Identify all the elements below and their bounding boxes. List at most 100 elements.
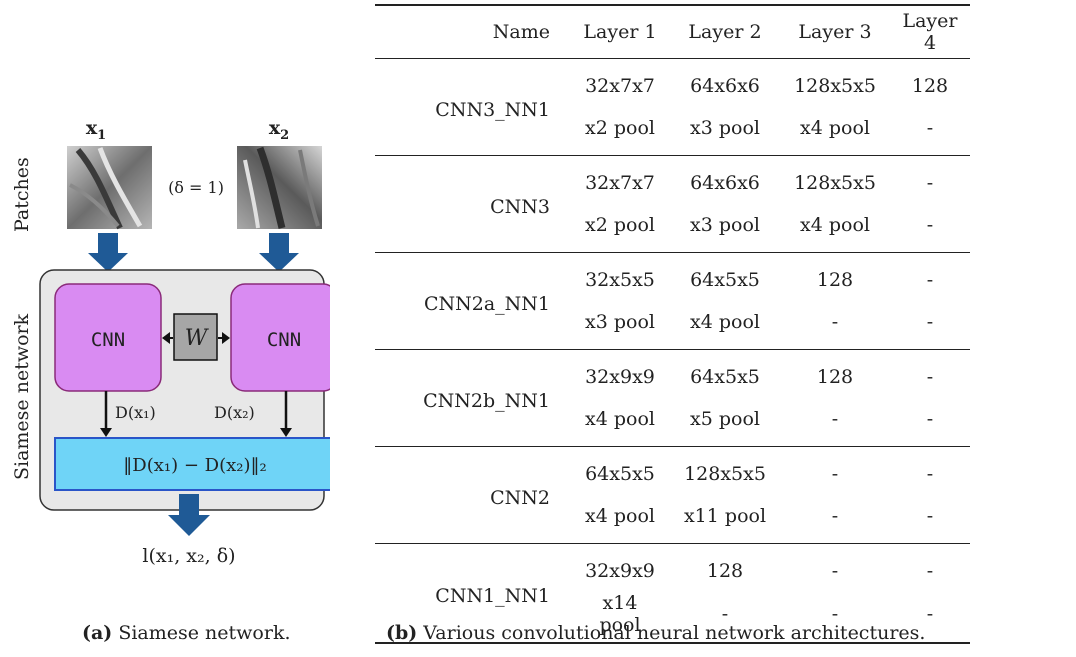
side-label-siamese: Siamese network [11,313,33,480]
table-cell: 128x5x5 [684,463,766,485]
weight-label: W [185,326,210,351]
caption-a-text: Siamese network. [112,622,291,644]
table-row: CNN1_NN1 32x9x9 128 - - [375,544,970,607]
network-name: CNN2 [490,487,550,509]
table-row: x4 pool x5 pool - - [375,398,970,447]
table-cell: 32x5x5 [585,269,655,291]
table-row-group: CNN3_NN1 32x7x7 64x6x6 128x5x5 128 x2 po… [375,59,970,156]
table-cell: - [831,463,839,485]
input-arrow-right [259,233,299,272]
delta-label: (δ = 1) [168,178,224,197]
output-arrow [168,494,210,536]
patch-label-x2: x2 [269,117,289,143]
table-cell: 128x5x5 [794,172,876,194]
table-cell: - [926,560,934,582]
table-row: CNN3_NN1 32x7x7 64x6x6 128x5x5 128 [375,59,970,121]
table-cell: 128 [816,366,854,388]
table-row: CNN2b_NN1 32x9x9 64x5x5 128 - [375,350,970,412]
table-cell: - [926,463,934,485]
table-cell: x3 pool [585,311,655,333]
shared-weights-box: W [162,313,230,361]
table-cell: 64x6x6 [690,75,760,97]
table-row: x2 pool x3 pool x4 pool - [375,107,970,156]
table-cell: - [831,603,839,625]
header-layer-3: Layer 3 [798,21,872,43]
network-name: CNN2a_NN1 [423,293,550,315]
table-cell: 64x5x5 [690,269,760,291]
table-cell: - [926,408,934,430]
table-header-row: Name Layer 1 Layer 2 Layer 3 Layer 4 [375,5,970,59]
table-cell: - [831,505,839,527]
table-row: CNN2 64x5x5 128x5x5 - - [375,447,970,509]
descriptor-label-right: D(x₂) [214,403,255,422]
table-cell: 32x9x9 [585,366,655,388]
header-name: Name [492,21,550,43]
cnn-block-left: CNN [54,283,162,392]
table-cell: x14 pool [599,592,641,636]
table-cell: x3 pool [690,214,760,236]
caption-b-text: Various convolutional neural network arc… [417,622,926,644]
table-row: x2 pool x3 pool x4 pool - [375,204,970,253]
table-cell: x4 pool [585,408,655,430]
table-row: x14 pool - - - [375,592,970,643]
descriptor-label-left: D(x₁) [115,403,156,422]
table-cell: 64x5x5 [690,366,760,388]
cnn-label-right: CNN [267,329,301,351]
table-cell: x4 pool [800,214,870,236]
table-cell: 64x5x5 [585,463,655,485]
siamese-diagram: Patches Siamese network x1 x2 (δ = 1) [11,117,330,567]
network-name: CNN3 [490,196,550,218]
table-cell: - [831,560,839,582]
cnn-block-right: CNN [230,283,330,392]
header-layer-4: Layer 4 [902,10,958,54]
table-cell: 128 [706,560,744,582]
distance-label: ‖D(x₁) − D(x₂)‖₂ [123,455,266,476]
network-name: CNN3_NN1 [435,99,550,121]
distance-box: ‖D(x₁) − D(x₂)‖₂ [54,437,330,491]
siamese-network-figure: Patches Siamese network x1 x2 (δ = 1) [0,0,330,657]
table-cell: - [831,311,839,333]
table-cell: - [831,408,839,430]
header-layer-1: Layer 1 [583,21,657,43]
table-row: x4 pool x11 pool - - [375,495,970,544]
patch-label-x1: x1 [86,117,106,143]
architecture-table: Name Layer 1 Layer 2 Layer 3 Layer 4 CNN… [375,4,970,644]
table-cell: x4 pool [800,117,870,139]
input-arrow-left [88,233,128,272]
table-cell: - [926,366,934,388]
table-row-group: CNN2b_NN1 32x9x9 64x5x5 128 - x4 pool x5… [375,350,970,447]
descriptor-arrow-right [280,391,292,437]
table-cell: 128 [911,75,949,97]
table-cell: 128 [816,269,854,291]
table-row: CNN3 32x7x7 64x6x6 128x5x5 - [375,156,970,218]
network-name: CNN1_NN1 [435,585,550,607]
table-cell: x2 pool [585,214,655,236]
table-cell: - [926,172,934,194]
table-row-group: CNN3 32x7x7 64x6x6 128x5x5 - x2 pool x3 … [375,156,970,253]
table-cell: - [926,311,934,333]
table-cell: - [926,214,934,236]
table-cell: 32x9x9 [585,560,655,582]
table-cell: x4 pool [585,505,655,527]
table-cell: 32x7x7 [585,172,655,194]
table-cell: x4 pool [690,311,760,333]
loss-label: l(x₁, x₂, δ) [142,545,235,567]
side-label-patches: Patches [11,157,33,232]
table-row: CNN2a_NN1 32x5x5 64x5x5 128 - [375,253,970,315]
table-row-group: CNN2a_NN1 32x5x5 64x5x5 128 - x3 pool x4… [375,253,970,350]
table-cell: 128x5x5 [794,75,876,97]
table-cell: - [926,505,934,527]
table-cell: - [926,603,934,625]
patch-image-1 [67,146,152,230]
table-row-group: CNN2 64x5x5 128x5x5 - - x4 pool x11 pool… [375,447,970,544]
caption-b-tag: (b) [386,622,418,644]
caption-a: (a) Siamese network. [82,622,291,644]
table-row: x3 pool x4 pool - - [375,301,970,350]
table-cell: - [926,269,934,291]
cnn-label-left: CNN [91,329,125,351]
table-cell: x3 pool [690,117,760,139]
descriptor-arrow-left [100,391,112,437]
table-cell: - [926,117,934,139]
table-row-group: CNN1_NN1 32x9x9 128 - - x14 pool - - - [375,544,970,643]
table-cell: - [721,603,729,625]
